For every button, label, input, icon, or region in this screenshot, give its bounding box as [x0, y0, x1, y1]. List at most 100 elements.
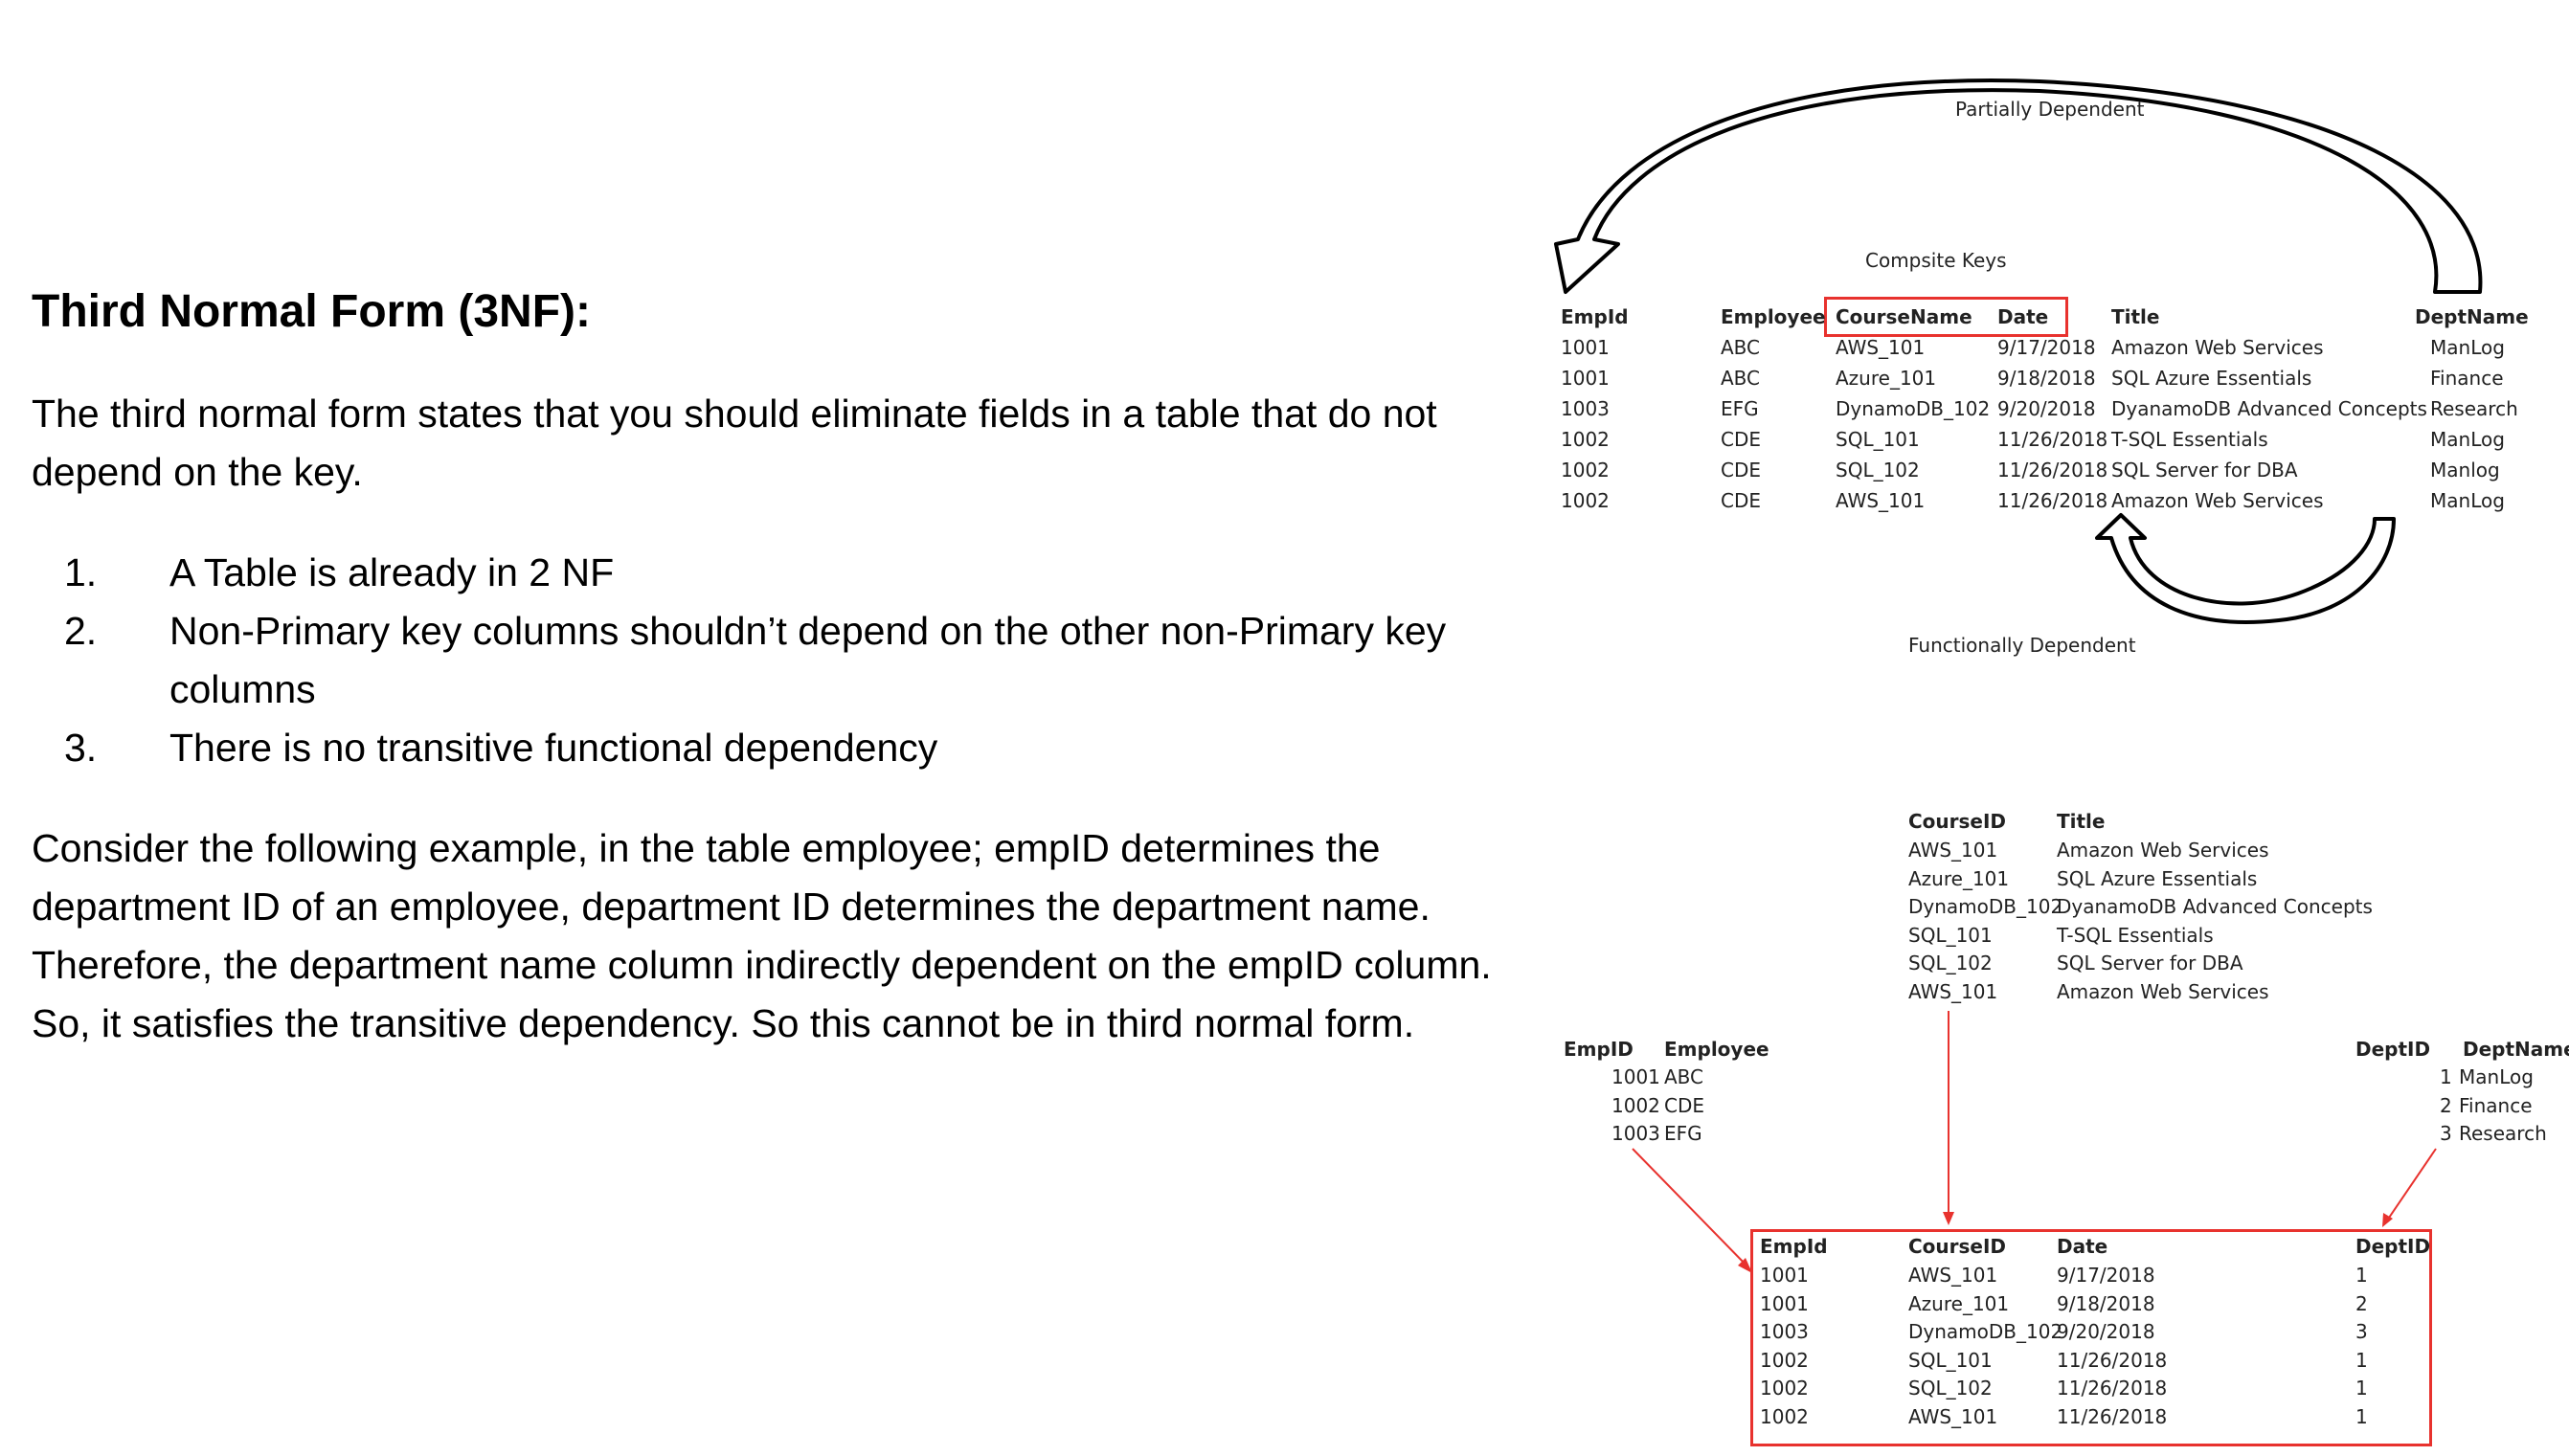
table-cell: Finance [2459, 1093, 2533, 1117]
table-cell: 1003 [1760, 1320, 1809, 1343]
header-cell: CourseID [1908, 1235, 2007, 1258]
table-cell: Finance [2430, 367, 2504, 390]
table-cell: 1002 [1561, 489, 1610, 512]
table-cell: AWS_101 [1908, 839, 1998, 862]
table-cell: DynamoDB_102 [1908, 1320, 2063, 1343]
functional-dependency-arrow [2121, 517, 2215, 582]
header-cell: Employee [1721, 305, 1826, 328]
table-cell: 9/18/2018 [2057, 1291, 2155, 1315]
table-cell: 1001 [1611, 1065, 1660, 1088]
table-cell: AWS_101 [1836, 336, 1926, 359]
table-cell: 11/26/2018 [1997, 489, 2108, 512]
table-cell: DyanamoDB Advanced Concepts [2057, 895, 2373, 918]
table-cell: 1003 [1561, 397, 1610, 420]
composite-key-highlight [1824, 297, 2068, 337]
table-cell: 1002 [1561, 459, 1610, 482]
header-cell: DeptName [2463, 1038, 2569, 1061]
table-cell: SQL_102 [1836, 459, 1920, 482]
header-cell: Employee [1664, 1038, 1769, 1061]
table-cell: 1002 [1760, 1377, 1809, 1400]
list-number: 1. [64, 550, 98, 594]
table-cell: CDE [1664, 1093, 1705, 1117]
table-cell: ManLog [2430, 336, 2505, 359]
table-cell: 1 [2355, 1404, 2368, 1428]
list-item: 3. There is no transitive functional dep… [32, 719, 1497, 777]
table-cell: CDE [1721, 428, 1762, 451]
table-cell: 1 [2355, 1264, 2368, 1287]
table-cell: Amazon Web Services [2111, 336, 2324, 359]
functional-dependency-arrow-body [2125, 517, 2247, 616]
table-cell: 9/17/2018 [2057, 1264, 2155, 1287]
table-cell: Research [2430, 397, 2518, 420]
header-cell: CourseName [1836, 305, 1972, 328]
table-cell: 3 [2355, 1320, 2368, 1343]
table-cell: T-SQL Essentials [2111, 428, 2268, 451]
header-cell: Date [1997, 305, 2049, 328]
table-cell: ABC [1721, 336, 1761, 359]
table-cell: SQL_101 [1908, 1348, 1993, 1372]
table-cell: Manlog [2430, 459, 2500, 482]
partially-dependent-label: Partially Dependent [1955, 98, 2145, 121]
list-text: There is no transitive functional depend… [169, 726, 938, 770]
table-cell: 9/20/2018 [2057, 1320, 2155, 1343]
table-cell: 1002 [1760, 1348, 1809, 1372]
table-cell: ManLog [2430, 489, 2505, 512]
table-cell: EFG [1721, 397, 1759, 420]
header-cell: Title [2057, 810, 2106, 833]
table-cell: Amazon Web Services [2057, 839, 2269, 862]
functionally-dependent-label: Functionally Dependent [1908, 634, 2136, 657]
list-item: 1. A Table is already in 2 NF [32, 544, 1497, 602]
table-cell: SQL_101 [1908, 923, 1993, 947]
table-cell: 9/20/2018 [1997, 397, 2096, 420]
table-cell: SQL_101 [1836, 428, 1920, 451]
table-cell: Research [2459, 1122, 2547, 1145]
table-cell: SQL_102 [1908, 952, 1993, 974]
table-cell: AWS_101 [1908, 979, 1998, 1003]
header-cell: EmpId [1561, 305, 1629, 328]
header-cell: EmpID [1564, 1038, 1634, 1061]
table-cell: 9/18/2018 [1997, 367, 2096, 390]
table-cell: 1001 [1760, 1264, 1809, 1287]
table-cell: 11/26/2018 [2057, 1348, 2168, 1372]
table-cell: 1002 [1561, 428, 1610, 451]
table-cell: 11/26/2018 [2057, 1404, 2168, 1428]
table-cell: 11/26/2018 [1997, 459, 2108, 482]
table-cell: T-SQL Essentials [2057, 923, 2214, 947]
table-cell: AWS_101 [1908, 1404, 1998, 1428]
table-cell: 2 [2355, 1291, 2368, 1315]
table-cell: ABC [1664, 1065, 1704, 1088]
table-cell: SQL_102 [1908, 1377, 1993, 1400]
list-text: Non-Primary key columns shouldn’t depend… [169, 609, 1447, 711]
rules-list: 1. A Table is already in 2 NF 2. Non-Pri… [32, 544, 1497, 777]
table-cell: SQL Server for DBA [2057, 952, 2243, 974]
course-link-arrowhead [1943, 1212, 1954, 1225]
table-cell: Azure_101 [1836, 367, 1937, 390]
table-cell: 1002 [1611, 1093, 1660, 1117]
table-cell: SQL Azure Essentials [2057, 866, 2258, 890]
table-cell: DynamoDB_102 [1836, 397, 1991, 420]
table-cell: SQL Server for DBA [2111, 459, 2298, 482]
header-cell: EmpId [1760, 1235, 1828, 1258]
intro-paragraph: The third normal form states that you sh… [32, 392, 1437, 494]
table-cell: 11/26/2018 [2057, 1377, 2168, 1400]
table-cell: DynamoDB_102 [1908, 895, 2063, 918]
text-panel: Third Normal Form (3NF): The third norma… [32, 278, 1497, 1053]
dept-link-arrowhead [2382, 1213, 2393, 1227]
table-cell: 1003 [1611, 1122, 1660, 1145]
section-heading: Third Normal Form (3NF): [32, 286, 591, 337]
table-cell: 1 [2355, 1348, 2368, 1372]
dept-link-arrow [2386, 1148, 2437, 1221]
header-cell: DeptID [2355, 1038, 2431, 1061]
table-cell: Amazon Web Services [2057, 979, 2269, 1003]
table-cell: 3 [2440, 1122, 2452, 1145]
link-table-highlight [1750, 1229, 2432, 1446]
header-cell: CourseID [1908, 810, 2007, 833]
table-cell: 2 [2440, 1093, 2452, 1117]
table-cell: 9/17/2018 [1997, 336, 2096, 359]
table-cell: 1001 [1561, 336, 1610, 359]
header-cell: Date [2057, 1235, 2108, 1258]
functional-arrow [2095, 513, 2396, 624]
header-cell: DeptID [2355, 1235, 2431, 1258]
list-number: 2. [64, 609, 98, 653]
example-paragraph: Consider the following example, in the t… [32, 826, 1492, 1045]
